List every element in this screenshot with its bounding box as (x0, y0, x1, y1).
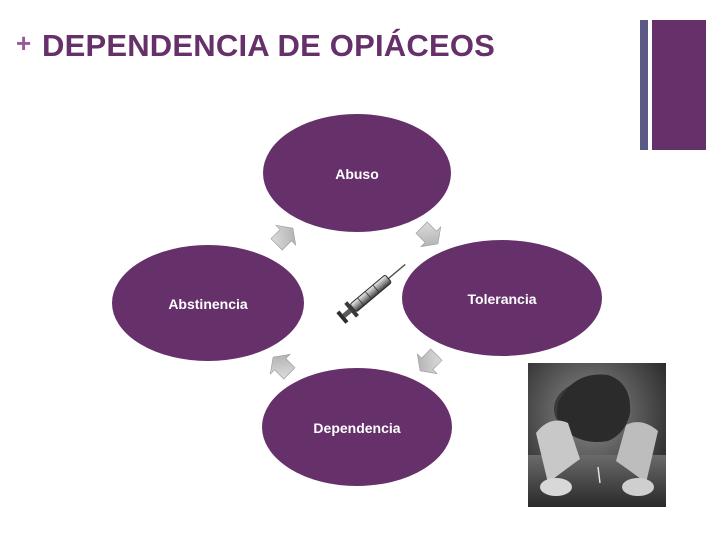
arrow-abuso-to-tolerancia (415, 221, 442, 248)
cycle-node-dependencia: Dependencia (260, 366, 454, 488)
node-label: Abstinencia (168, 296, 248, 312)
chevron-arrow-icon (416, 348, 443, 375)
accent-bar-thin (640, 20, 648, 150)
arrow-tolerancia-to-dependencia (416, 348, 443, 375)
arrow-dependencia-to-abstinencia (269, 353, 296, 380)
chevron-arrow-icon (269, 353, 296, 380)
node-ellipse (261, 112, 453, 234)
syringe-icon (336, 263, 406, 324)
arrow-abstinencia-to-abuso (270, 224, 297, 251)
cycle-node-abstinencia: Abstinencia (110, 243, 306, 363)
cycle-node-abuso: Abuso (261, 112, 453, 234)
node-ellipse (110, 243, 306, 363)
chevron-arrow-icon (270, 224, 297, 251)
accent-bar-wide (652, 20, 706, 150)
node-label: Abuso (335, 166, 379, 182)
node-label: Tolerancia (468, 291, 537, 307)
plus-icon: + (16, 28, 32, 58)
node-label: Dependencia (313, 420, 400, 436)
grayscale-photo-person-hunched-over-table (528, 363, 666, 507)
node-ellipse (260, 366, 454, 488)
node-ellipse (400, 238, 604, 358)
slide-title: DEPENDENCIA DE OPIÁCEOS (42, 28, 496, 63)
chevron-arrow-icon (415, 221, 442, 248)
cycle-node-tolerancia: Tolerancia (400, 238, 604, 358)
